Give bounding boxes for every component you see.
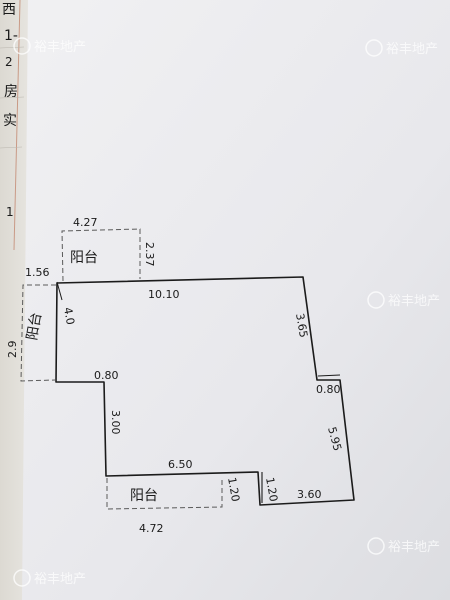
watermark-bottom-right: 裕丰地产	[367, 537, 440, 555]
margin-char-5: 实	[3, 113, 17, 129]
watermark-top-right: 裕丰地产	[365, 39, 438, 57]
watermark-text-top: 裕丰地产	[34, 40, 86, 55]
dim-left-step: 0.80	[94, 369, 119, 382]
dim-right-lower: 5.95	[325, 425, 344, 452]
margin-char-6: 1	[6, 205, 14, 219]
watermark-text-bottom-right: 裕丰地产	[388, 540, 440, 555]
step-marks	[261, 374, 341, 503]
dim-balcony-top-width: 4.27	[73, 216, 98, 229]
notebook-rule-3	[0, 146, 23, 149]
dim-balcony-bottom-depth: 1.20	[225, 476, 242, 502]
label-balcony-bottom: 阳台	[130, 488, 158, 504]
balcony-top-outline	[61, 228, 141, 282]
watermark-logo-icon-4	[13, 569, 31, 587]
dim-bottom-wall: 6.50	[168, 458, 193, 471]
dim-balcony-top-depth: 2.37	[143, 242, 156, 267]
label-balcony-left: 阳台	[24, 311, 45, 341]
dim-tick-top-left	[56, 281, 63, 301]
watermark-logo-icon-2	[365, 39, 383, 57]
watermark-logo-icon	[13, 37, 31, 55]
dim-balcony-left-width: 1.56	[25, 266, 50, 279]
watermark-text-middle: 裕丰地产	[388, 294, 440, 309]
label-balcony-top: 阳台	[70, 250, 98, 266]
dim-right-upper: 3.65	[293, 312, 310, 338]
apartment-outline	[55, 276, 355, 506]
dim-bottom-step: 1.20	[263, 476, 280, 502]
notebook-page-edge	[0, 0, 28, 600]
dim-right-step: 0.80	[316, 383, 341, 396]
watermark-bottom-left: 裕丰地产	[13, 569, 86, 587]
notebook-rule-2	[0, 96, 25, 99]
dim-top-wall: 10.10	[148, 288, 180, 301]
watermark-text-top-right: 裕丰地产	[386, 42, 438, 57]
margin-char-3: 2	[5, 55, 13, 69]
dim-balcony-bottom-width: 4.72	[139, 522, 164, 535]
dim-bottom-right: 3.60	[297, 488, 322, 501]
watermark-top: 裕丰地产	[13, 37, 86, 55]
watermark-text-bottom-left: 裕丰地产	[34, 572, 86, 587]
balcony-left-outline	[20, 284, 56, 382]
margin-char-4: 房	[4, 84, 18, 100]
margin-char-1: 西	[2, 2, 16, 18]
dim-left-wall: 4.0	[61, 306, 77, 325]
dim-balcony-left-height: 2.9	[6, 341, 19, 359]
notebook-rule-1	[0, 46, 25, 49]
notebook-margin-line	[13, 0, 21, 251]
watermark-middle: 裕丰地产	[367, 291, 440, 309]
dim-left-lower: 3.00	[109, 410, 122, 435]
watermark-logo-icon-5	[367, 537, 385, 555]
balcony-bottom-outline	[106, 478, 223, 510]
margin-char-2: 1-	[4, 28, 18, 44]
watermark-logo-icon-3	[367, 291, 385, 309]
